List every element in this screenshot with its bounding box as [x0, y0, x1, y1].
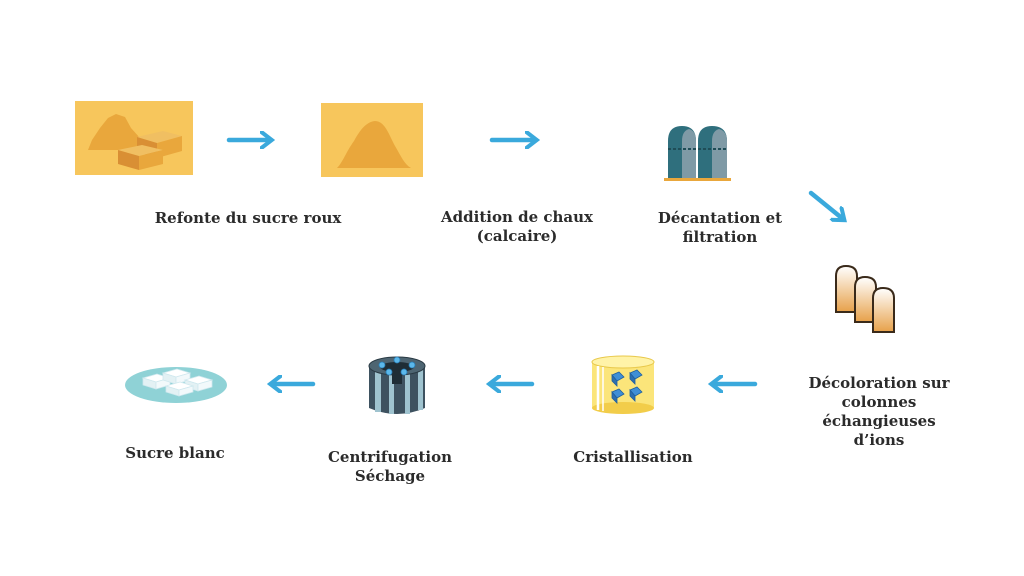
settling-tanks-icon: [664, 126, 731, 181]
step-label-centrifugation: Centrifugation Séchage: [327, 448, 453, 485]
step-label-refonte: Refonte du sucre roux: [154, 209, 342, 227]
lime-pile-icon: [321, 103, 423, 177]
step-label-addition: Addition de chaux (calcaire): [441, 208, 593, 245]
step-label-cristallisation: Cristallisation: [573, 448, 693, 466]
step-label-decoloration: Décoloration sur colonnes échangieuses d…: [808, 374, 950, 449]
white-sugar-plate-icon: [125, 367, 227, 403]
arrow-3-to-4: [808, 190, 843, 219]
centrifuge-icon: [368, 356, 426, 414]
step-label-decantation: Décantation et filtration: [657, 209, 783, 246]
step-label-sucre-blanc: Sucre blanc: [125, 444, 225, 462]
crystallizer-icon: [591, 355, 655, 414]
brown-sugar-cubes-icon: [75, 101, 193, 175]
ion-exchange-columns-icon: [835, 264, 895, 333]
